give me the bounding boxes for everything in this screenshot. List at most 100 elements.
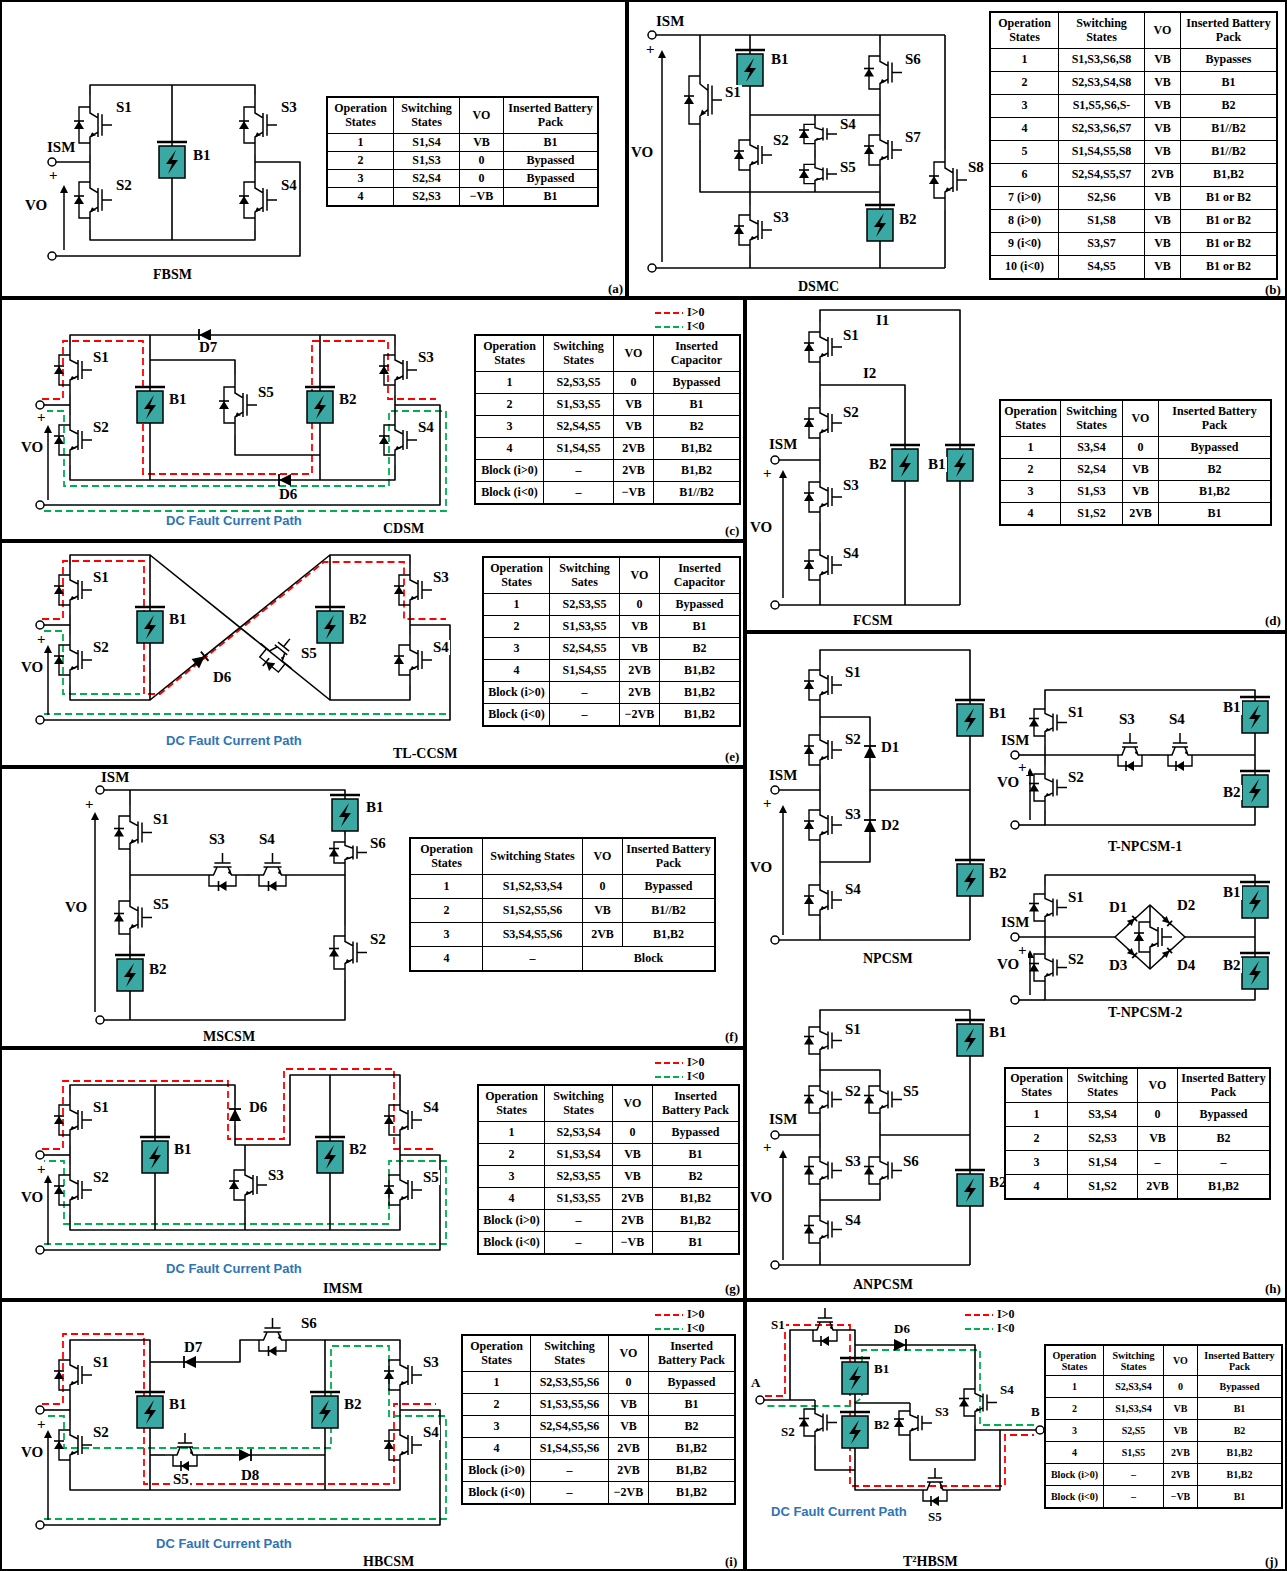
diode-triangle (279, 474, 291, 486)
topology-name: DSMC (797, 280, 840, 294)
igbt-symbol (54, 565, 92, 615)
diode-triangle (54, 1116, 64, 1124)
table-cell: VB (1144, 117, 1181, 141)
table-cell: 5 (990, 140, 1059, 164)
table-cell: Bypassed (653, 371, 740, 394)
battery-symbol (945, 445, 975, 481)
battery-body (957, 704, 983, 736)
wire (1045, 875, 1255, 885)
table-cell: S2,S6 (1058, 186, 1145, 210)
battery-bolt (314, 395, 326, 419)
table-text: Bypassed (672, 376, 720, 389)
table-cell: B2 (653, 415, 740, 438)
table-text: −VB (621, 1236, 645, 1249)
wire (1045, 754, 1110, 756)
emitter-arrow (70, 1451, 76, 1455)
diode-symbol (275, 474, 295, 486)
igbt-symbol (864, 1077, 902, 1122)
table-text: S3,S4,S5,S6 (503, 928, 563, 941)
table-cell: 3 (478, 1165, 545, 1188)
diode-triangle (74, 196, 84, 204)
diode-triangle (1127, 948, 1137, 958)
wire (70, 1470, 400, 1490)
igbt-symbol (804, 875, 842, 925)
table-cell: B1 (1158, 502, 1271, 525)
diode-bar (54, 655, 64, 657)
wire (330, 555, 410, 607)
emitter-arrow (945, 187, 951, 192)
battery-plate (955, 1169, 985, 1172)
battery-bolt (849, 1420, 861, 1444)
igbt-body (1045, 885, 1067, 930)
wire (129, 945, 131, 955)
diode-triangle (864, 69, 874, 77)
wire (969, 736, 971, 860)
table-text: 1 (507, 376, 513, 389)
table-text: B1,B2 (684, 686, 715, 699)
igbt-body (250, 853, 295, 875)
table-cell: S1,S3,S6,S8 (1058, 48, 1145, 72)
table-header-cell: Operation States (327, 97, 394, 134)
table-text: B1,B2 (684, 708, 715, 721)
table-cell: 3 (1045, 1419, 1104, 1442)
table-text: Operation States (413, 843, 480, 869)
table-text: 4 (358, 190, 364, 203)
component-label: B1 (927, 457, 947, 472)
wire (70, 643, 150, 700)
table-header-cell: VO (608, 1335, 649, 1372)
battery-bolt (144, 615, 156, 639)
table-text: 4 (507, 442, 513, 455)
table-text: VB (1154, 145, 1171, 158)
wire (814, 115, 816, 118)
table-text: Block (i<0) (468, 1486, 525, 1499)
table-text: S2,S3,S4,S8 (1072, 76, 1132, 89)
table-text: S1,S3 (412, 154, 440, 167)
diode-triangle (894, 1419, 904, 1427)
wire (295, 465, 395, 480)
wire (245, 874, 250, 876)
table-text: S2,S4 (1077, 463, 1105, 476)
table-text: 2VB (628, 664, 651, 677)
table-text: 2VB (617, 1464, 640, 1477)
igbt-body (820, 1018, 842, 1063)
table-text: Block (i<0) (488, 708, 545, 721)
component-label: + (645, 42, 656, 57)
table-text: 2VB (591, 928, 614, 941)
diode-bar (201, 652, 209, 661)
table-cell: S1,S3,S5,S6 (530, 1393, 609, 1416)
emitter-arrow (228, 869, 232, 875)
diode-triangle (804, 821, 814, 829)
table-cell: Block (i<0) (462, 1481, 531, 1504)
table-text: 3 (1022, 99, 1028, 112)
table-cell: S2,S4 (393, 169, 460, 188)
igbt-body (750, 205, 772, 255)
wire (244, 1210, 246, 1230)
diode-bar (1132, 953, 1137, 958)
table-cell: B2 (1180, 94, 1277, 118)
wire (969, 896, 971, 940)
table-header-cell: Inserted Battery Pack (503, 97, 598, 134)
table-text: 3 (509, 1170, 515, 1183)
diode-triangle (269, 1346, 277, 1356)
emitter-arrow (880, 1176, 886, 1180)
table-cell: VB (612, 1143, 653, 1166)
terminal (48, 158, 56, 166)
diode-triangle (114, 829, 124, 837)
table-text: VB (473, 136, 490, 149)
battery-bolt (1249, 705, 1261, 729)
igbt-symbol (1134, 912, 1172, 962)
component-label: S1 (115, 100, 133, 115)
diode-bar (959, 1398, 969, 1400)
wire (879, 175, 881, 205)
diode-symbol (890, 1339, 910, 1351)
table-text: S1,S5 (1122, 1447, 1146, 1458)
igbt-symbol (804, 472, 842, 522)
table-header-cell: Switching Sates (549, 557, 620, 594)
table-cell: B2 (648, 1415, 735, 1438)
table-cell: Bypassed (1197, 1375, 1282, 1398)
igbt-body (130, 805, 152, 860)
igbt-symbol (929, 150, 967, 210)
diode-bar (54, 435, 64, 437)
wire (150, 555, 330, 700)
diode-bar (54, 585, 64, 587)
